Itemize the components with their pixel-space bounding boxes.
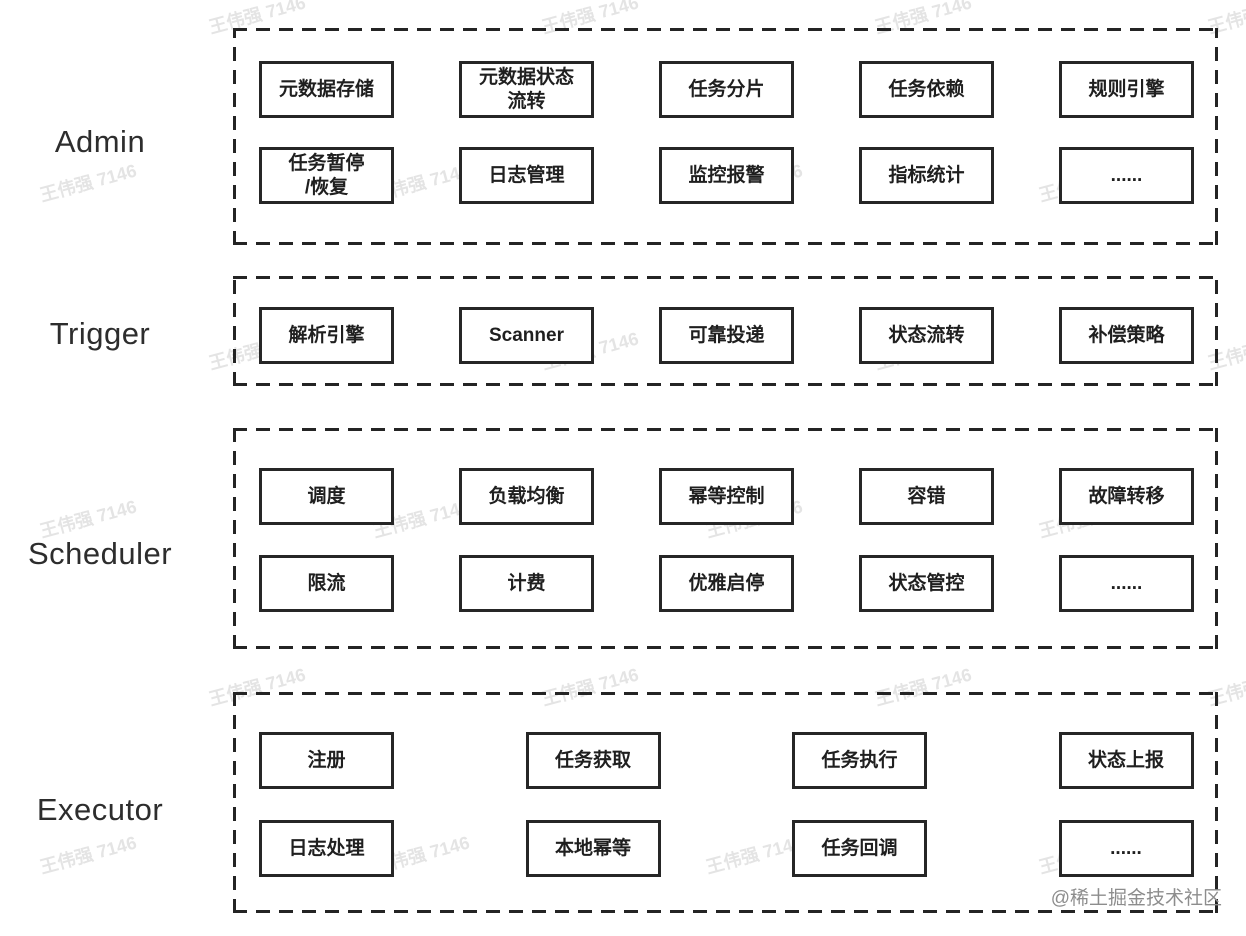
module-box: 补偿策略 — [1059, 307, 1194, 364]
module-box: 监控报警 — [659, 147, 794, 204]
module-box: 元数据状态 流转 — [459, 61, 594, 118]
module-box: 计费 — [459, 555, 594, 612]
module-box: 容错 — [859, 468, 994, 525]
module-box: 注册 — [259, 732, 394, 789]
section-label-trigger: Trigger — [49, 316, 151, 351]
scheduler-row-2: 限流 计费 优雅启停 状态管控...... — [259, 555, 1194, 612]
module-box: 限流 — [259, 555, 394, 612]
admin-row-2: 任务暂停 /恢复 日志管理 监控报警 指标统计...... — [259, 147, 1194, 204]
credit-watermark: @稀土掘金技术社区 — [1050, 888, 1222, 909]
section-label-admin: Admin — [54, 124, 146, 159]
module-box: 日志处理 — [259, 820, 394, 877]
module-box: 任务暂停 /恢复 — [259, 147, 394, 204]
module-box: 状态流转 — [859, 307, 994, 364]
module-box: 任务回调 — [792, 820, 927, 877]
section-label-executor: Executor — [36, 792, 164, 827]
module-box: 状态上报 — [1058, 732, 1194, 789]
module-box: 本地幂等 — [525, 820, 661, 877]
module-box: 任务获取 — [525, 732, 661, 789]
scheduler-row-1: 调度 负载均衡 幂等控制 容错 故障转移 — [259, 468, 1194, 525]
module-box: 任务分片 — [659, 61, 794, 118]
module-box: ...... — [1058, 820, 1194, 877]
module-box: 可靠投递 — [659, 307, 794, 364]
watermark-text: 王伟强 7146 — [37, 832, 139, 878]
module-box: 调度 — [259, 468, 394, 525]
module-box: 负载均衡 — [459, 468, 594, 525]
module-box: 状态管控 — [859, 555, 994, 612]
module-box: 故障转移 — [1059, 468, 1194, 525]
module-box: 任务执行 — [792, 732, 927, 789]
executor-row-1: 注册 任务获取 任务执行 状态上报 — [259, 732, 1194, 789]
module-box: 任务依赖 — [859, 61, 994, 118]
module-box: 元数据存储 — [259, 61, 394, 118]
executor-row-2: 日志处理 本地幂等 任务回调...... — [259, 820, 1194, 877]
section-label-scheduler: Scheduler — [27, 536, 173, 571]
section-container-executor: 注册 任务获取 任务执行 状态上报 日志处理 本地幂等 任务回调...... — [233, 692, 1218, 913]
section-container-scheduler: 调度 负载均衡 幂等控制 容错 故障转移 限流 计费 优雅启停 状态管控...... — [233, 428, 1218, 649]
module-box: 规则引擎 — [1059, 61, 1194, 118]
module-box: 指标统计 — [859, 147, 994, 204]
module-box: Scanner — [459, 307, 594, 364]
watermark-text: 王伟强 7146 — [37, 160, 139, 206]
trigger-row-1: 解析引擎 Scanner 可靠投递 状态流转 补偿策略 — [259, 307, 1194, 364]
section-container-admin: 元数据存储 元数据状态 流转 任务分片 任务依赖 规则引擎 任务暂停 /恢复 日志管理 监控… — [233, 28, 1218, 245]
module-box: ...... — [1059, 555, 1194, 612]
module-box: 日志管理 — [459, 147, 594, 204]
module-box: ...... — [1059, 147, 1194, 204]
module-box: 解析引擎 — [259, 307, 394, 364]
section-container-trigger: 解析引擎 Scanner 可靠投递 状态流转 补偿策略 — [233, 276, 1218, 386]
admin-row-1: 元数据存储 元数据状态 流转 任务分片 任务依赖 规则引擎 — [259, 61, 1194, 118]
module-box: 优雅启停 — [659, 555, 794, 612]
module-box: 幂等控制 — [659, 468, 794, 525]
